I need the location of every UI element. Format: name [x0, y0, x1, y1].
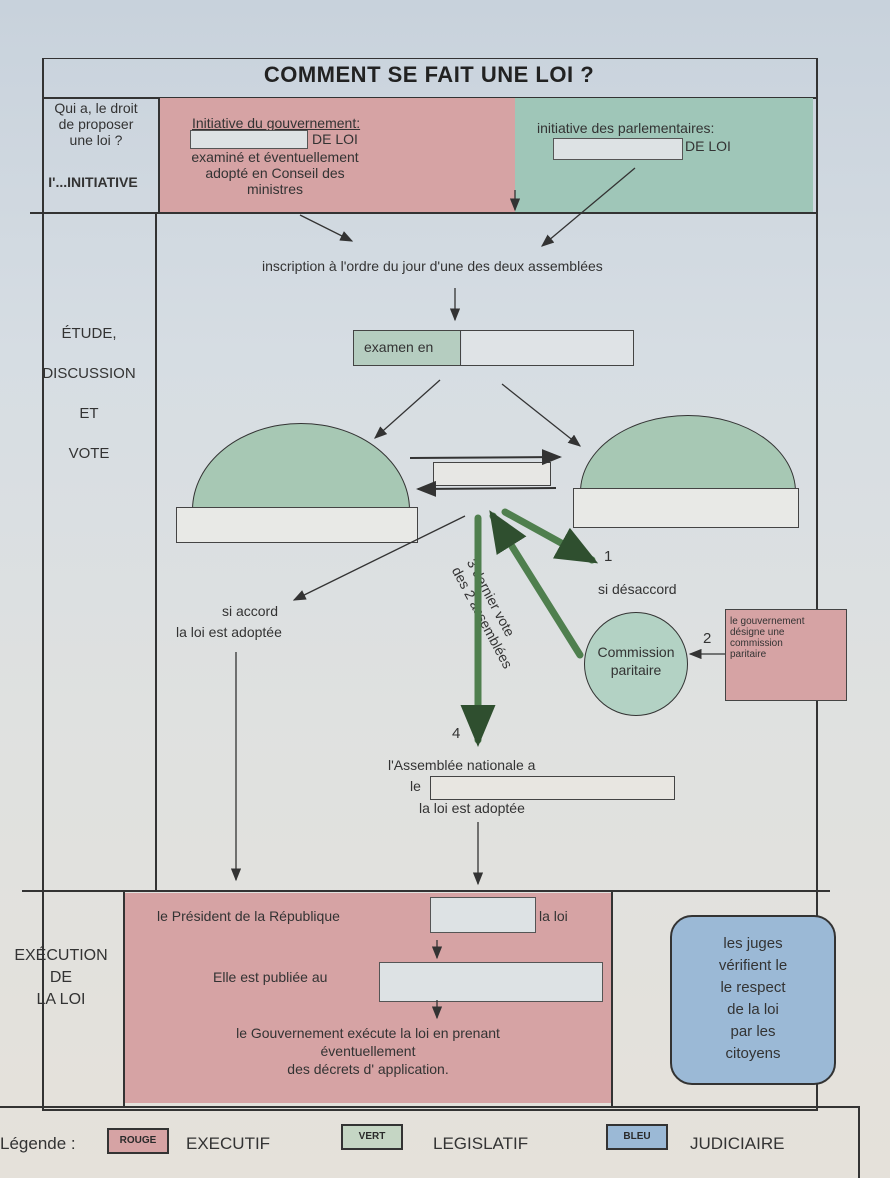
initiative-divider	[30, 212, 816, 214]
assemblee-line-2: le	[410, 778, 421, 794]
publiee-prefix: Elle est publiée au	[213, 969, 328, 985]
legend-swatch-rouge: ROUGE	[107, 1128, 169, 1154]
designe-text: le gouvernement désigne une commission p…	[730, 616, 805, 660]
execution-block: le Président de la République la loi Ell…	[125, 893, 611, 1103]
step-4-number: 4	[452, 725, 461, 742]
juges-line: les juges	[723, 935, 783, 952]
legend-swatch-vert: VERT	[341, 1124, 403, 1150]
gouvernement-initiative-block: Initiative du gouvernement: DE LOI exami…	[160, 98, 515, 212]
side-label-line: DE	[49, 969, 73, 986]
president-suffix: la loi	[539, 908, 568, 924]
step-2-number: 2	[703, 630, 712, 647]
promulgue-blank-field[interactable]	[430, 897, 536, 933]
gouvernement-description: examiné et éventuellement adopté en Cons…	[170, 149, 380, 197]
juges-line: par les	[730, 1023, 776, 1040]
side-label-line: ET	[79, 405, 99, 422]
question-line: de proposer	[58, 116, 134, 133]
dernier-mot-blank-field[interactable]	[430, 776, 675, 800]
projet-blank-field[interactable]	[190, 130, 308, 149]
gouvernement-de-loi: DE LOI	[312, 131, 358, 147]
side-label-line: VOTE	[68, 445, 110, 462]
juges-line: le respect	[720, 979, 786, 996]
execution-col-divider	[611, 890, 613, 1106]
navette-blank-field[interactable]	[433, 462, 551, 486]
commission-paritaire-circle: Commission paritaire	[584, 612, 688, 716]
legend-swatch-bleu: BLEU	[606, 1124, 668, 1150]
execution-side-label: EXÉCUTION DE LA LOI	[0, 945, 122, 1011]
proposition-blank-field[interactable]	[553, 138, 683, 160]
inscription-text: inscription à l'ordre du jour d'une des …	[262, 258, 603, 274]
legend-label: Légende :	[0, 1134, 76, 1153]
page-title: COMMENT SE FAIT UNE LOI ?	[263, 62, 595, 87]
description-line: examiné et éventuellement	[191, 149, 359, 165]
parlementaires-de-loi: DE LOI	[685, 138, 731, 154]
execute-line: éventuellement	[320, 1043, 416, 1059]
execution-divider	[0, 1106, 860, 1108]
juges-text: les juges vérifient le le respect de la …	[672, 933, 834, 1065]
execute-line: le Gouvernement exécute la loi en prenan…	[236, 1025, 500, 1041]
vote-side-label: ÉTUDE, DISCUSSION ET VOTE	[24, 314, 154, 474]
examen-label: examen en	[364, 339, 434, 355]
assemblee-line-3: la loi est adoptée	[419, 800, 525, 816]
gouvernement-designe-block: le gouvernement désigne une commission p…	[725, 609, 847, 701]
assembly-name-left-blank[interactable]	[176, 507, 418, 543]
examen-label-cell: examen en	[354, 331, 461, 365]
juges-line: de la loi	[727, 1001, 779, 1018]
assemblee-line-1: l'Assemblée nationale a	[388, 757, 536, 773]
legend-right-border	[858, 1106, 860, 1178]
side-label-line: ÉTUDE,	[61, 325, 117, 342]
accord-line-1: si accord	[221, 603, 279, 619]
question-line: une loi ?	[69, 132, 123, 149]
side-label-line: DISCUSSION	[42, 365, 136, 382]
juges-line: citoyens	[725, 1045, 781, 1062]
designe-line: le gouvernement	[730, 616, 805, 627]
commission-line: Commission	[597, 644, 675, 660]
vote-divider	[22, 890, 830, 892]
president-prefix: le Président de la République	[157, 908, 340, 924]
side-label-line: LA LOI	[36, 991, 86, 1008]
description-line: adopté en Conseil des	[205, 165, 345, 181]
legend-legislatif: LEGISLATIF	[433, 1134, 529, 1153]
worksheet-frame	[42, 58, 818, 1111]
journal-officiel-blank-field[interactable]	[379, 962, 603, 1002]
designe-line: paritaire	[730, 649, 767, 660]
assembly-name-right-blank[interactable]	[573, 488, 799, 528]
accord-line-2: la loi est adoptée	[176, 624, 282, 640]
juges-line: vérifient le	[718, 957, 788, 974]
side-label-line: EXÉCUTION	[14, 947, 108, 964]
commission-label: Commission paritaire	[585, 643, 687, 679]
gouvernement-heading: Initiative du gouvernement:	[192, 115, 361, 131]
examen-blank-field[interactable]	[462, 331, 633, 365]
juges-block: les juges vérifient le le respect de la …	[670, 915, 836, 1085]
execute-line: des décrets d' application.	[287, 1061, 449, 1077]
step-1-number: 1	[604, 548, 613, 565]
designe-line: désigne une	[730, 627, 785, 638]
legend-executif: EXECUTIF	[186, 1134, 271, 1153]
legend-judiciaire: JUDICIAIRE	[690, 1134, 785, 1153]
desaccord-text: si désaccord	[598, 581, 677, 597]
col-divider-vote	[155, 212, 157, 890]
parlementaires-heading: initiative des parlementaires:	[537, 120, 715, 136]
designe-line: commission	[730, 638, 783, 649]
examen-box: examen en	[353, 330, 634, 366]
col-divider-execution	[123, 890, 125, 1106]
commission-line: paritaire	[610, 662, 662, 678]
parlementaires-initiative-block: initiative des parlementaires: DE LOI	[515, 98, 813, 212]
initiative-question: Qui a, le droit de proposer une loi ?	[36, 100, 156, 148]
description-line: ministres	[246, 181, 303, 197]
question-line: Qui a, le droit	[54, 100, 138, 116]
col-divider-initiative	[158, 97, 160, 212]
initiative-label: I'...INITIATIVE	[48, 174, 138, 190]
gouvernement-execute-text: le Gouvernement exécute la loi en prenan…	[125, 1024, 611, 1078]
